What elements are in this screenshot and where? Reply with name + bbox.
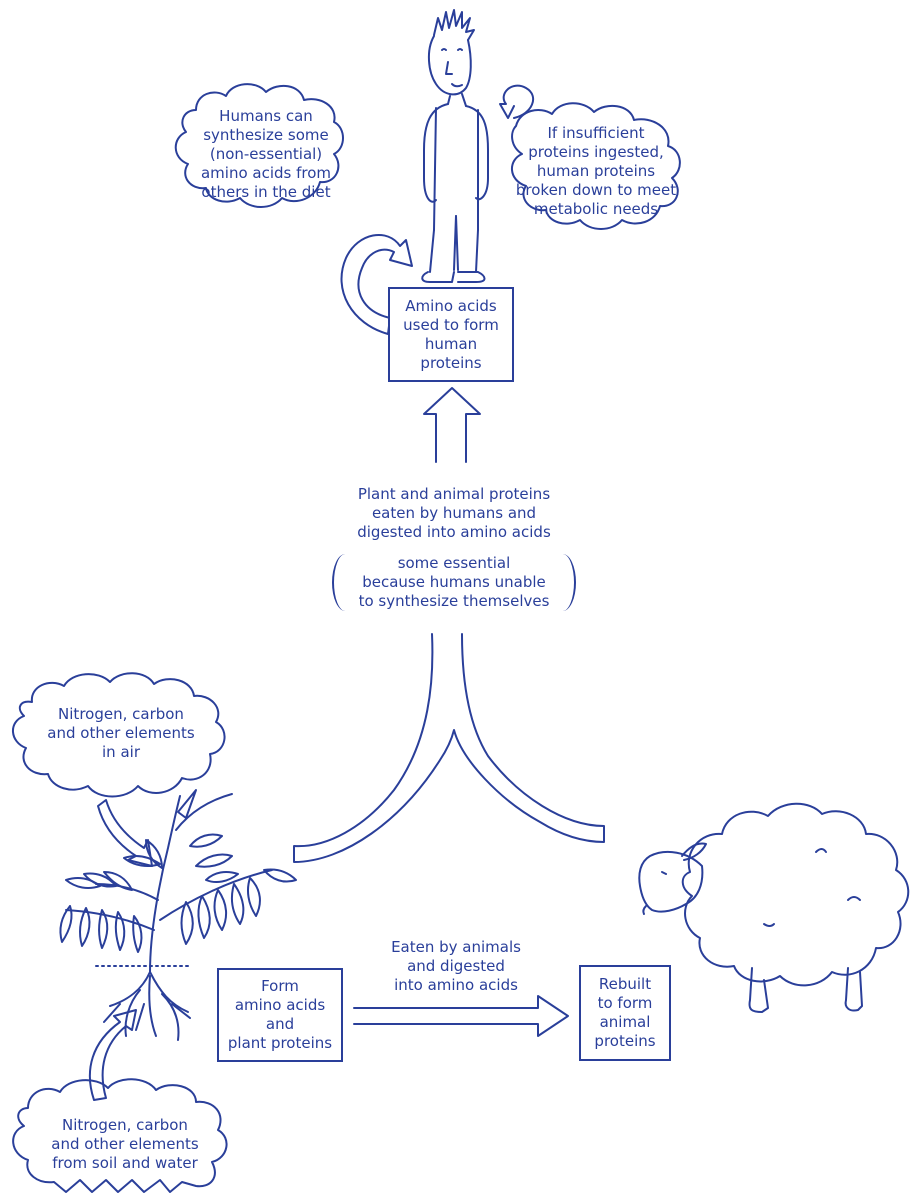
- sheep-drawing: [638, 802, 910, 1013]
- plant-drawing: [59, 789, 297, 1041]
- essential-note: some essential because humans unable to …: [332, 554, 576, 611]
- animal-protein-box: Rebuilt to form animal proteins: [579, 965, 671, 1061]
- up-arrow: [423, 387, 481, 463]
- human-protein-box: Amino acids used to form human proteins: [388, 287, 514, 382]
- plant-protein-box: Form amino acids and plant proteins: [217, 968, 343, 1062]
- animal-eating-text: Eaten by animals and digested into amino…: [391, 938, 521, 994]
- right-arrow: [353, 995, 569, 1037]
- breakdown-curl-arrow: [499, 84, 535, 119]
- human-synthesis-cloud-text: Humans can synthesize some (non-essentia…: [200, 107, 332, 201]
- soil-to-plant-arrow: [88, 1009, 137, 1101]
- air-cloud-text: Nitrogen, carbon and other elements in a…: [47, 705, 195, 761]
- digestion-text: Plant and animal proteins eaten by human…: [357, 485, 551, 541]
- soil-cloud-shape: [12, 1078, 228, 1193]
- soil-cloud-text: Nitrogen, carbon and other elements from…: [51, 1116, 199, 1172]
- synthesis-curve-arrow: [340, 234, 413, 335]
- air-cloud-shape: [12, 672, 226, 798]
- breakdown-cloud-shape: [511, 102, 681, 230]
- human-figure: [421, 9, 489, 283]
- split-y-shape: [293, 633, 605, 863]
- breakdown-cloud-text: If insufficient proteins ingested, human…: [515, 124, 677, 218]
- human-synthesis-cloud-shape: [174, 83, 344, 208]
